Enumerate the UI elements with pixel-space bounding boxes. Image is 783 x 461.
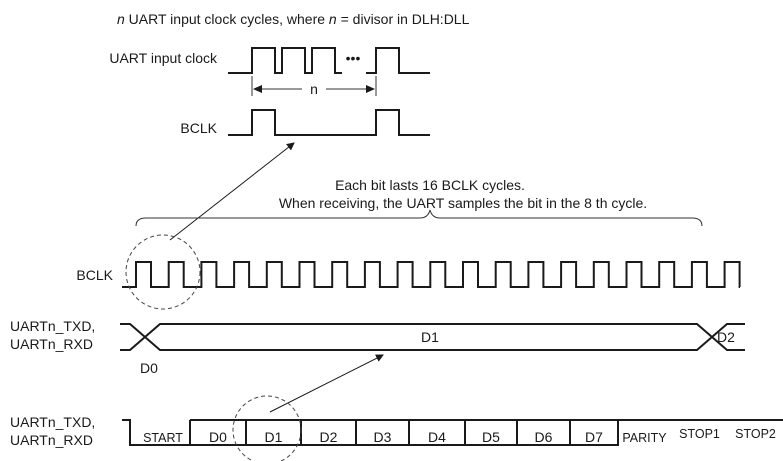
frame-bit-stop2: STOP2 <box>735 427 776 441</box>
bit-detail-prev-bit: D0 <box>140 360 158 376</box>
n-span-label: n <box>310 81 318 97</box>
bclk-top-waveform <box>228 109 430 136</box>
note-line-1: Each bit lasts 16 BCLK cycles. <box>335 177 525 193</box>
frame-bit-d1: D1 <box>265 429 283 445</box>
bit-detail-signal-label-2: UARTn_RXD <box>10 336 93 352</box>
bclk-top-label: BCLK <box>180 120 217 136</box>
frame-bit-d3: D3 <box>374 429 392 445</box>
bit-detail-next-bit: D2 <box>717 329 735 345</box>
zoom-arrow-bit <box>269 354 384 413</box>
bclk-zoom-circle <box>125 234 201 310</box>
bclk-mid-waveform <box>122 261 741 288</box>
bclk-mid-label: BCLK <box>76 267 113 283</box>
frame-signal-label-1: UARTn_TXD, <box>10 414 95 430</box>
frame-signal-label-2: UARTn_RXD <box>10 432 93 448</box>
frame-bit-stop1: STOP1 <box>679 427 720 441</box>
bit-detail-signal-label-1: UARTn_TXD, <box>10 318 95 334</box>
uart-input-clock-waveform <box>228 47 342 74</box>
frame-bit-d0: D0 <box>209 429 227 445</box>
diagram-title: n UART input clock cycles, where n = div… <box>117 11 470 27</box>
uart-input-clock-waveform-end <box>366 47 430 74</box>
frame-bit-d4: D4 <box>428 429 446 445</box>
frame-bit-parity: PARITY <box>622 431 667 445</box>
frame-bit-d7: D7 <box>585 429 603 445</box>
frame-bit-d2: D2 <box>320 429 338 445</box>
uart-input-clock-label: UART input clock <box>109 50 218 66</box>
frame-bit-zoom-circle <box>232 395 302 461</box>
n-span-left-arrowhead <box>253 85 262 93</box>
frame-bit-cells: START D0 D1 D2 D3 D4 D5 D6 D7 PARITY STOP1 STOP2 <box>143 420 776 445</box>
zoom-arrow-bclk <box>169 142 295 241</box>
bit-detail-bus <box>120 323 745 351</box>
bit-span-brace <box>135 209 703 227</box>
ellipsis-marker: ••• <box>346 50 361 66</box>
frame-bit-d5: D5 <box>482 429 500 445</box>
note-line-2: When receiving, the UART samples the bit… <box>279 195 647 211</box>
bit-detail-current-bit: D1 <box>421 329 439 345</box>
frame-bit-start: START <box>143 431 183 445</box>
n-span-right-arrowhead <box>366 85 375 93</box>
frame-bit-d6: D6 <box>535 429 553 445</box>
